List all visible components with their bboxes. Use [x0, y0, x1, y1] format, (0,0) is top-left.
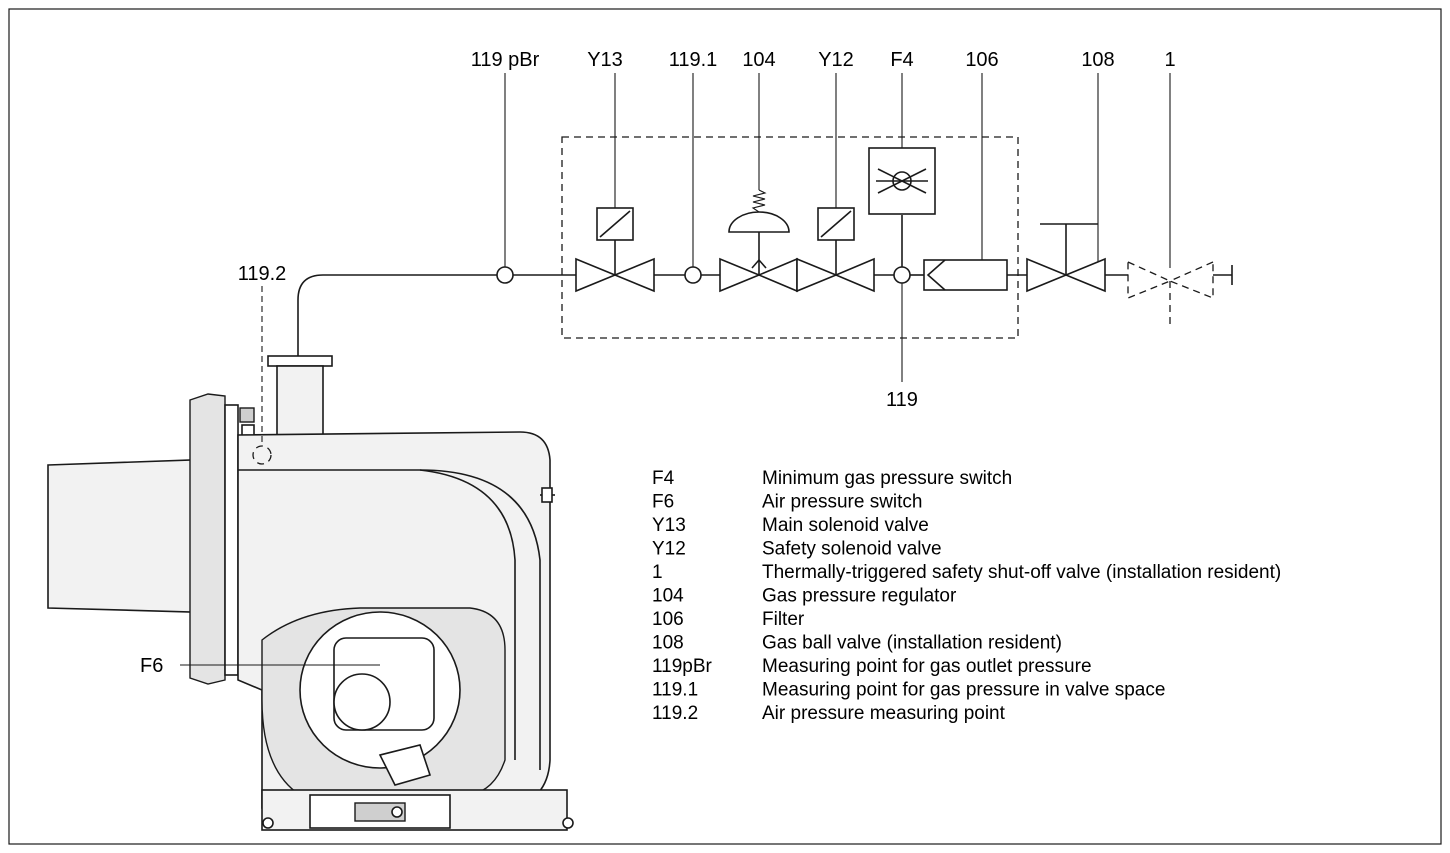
label-f4: F4 [890, 49, 913, 71]
legend-code: 119pBr [652, 656, 713, 677]
legend-code: 119.2 [652, 703, 698, 724]
legend-text: Gas ball valve (installation resident) [762, 633, 1062, 654]
gas-inlet-pipe [276, 365, 324, 441]
legend-text: Thermally-triggered safety shut-off valv… [762, 562, 1281, 583]
gas-pipe-riser [297, 274, 497, 360]
air-pressure-switch-f6-dial [333, 673, 391, 731]
legend-text: Safety solenoid valve [762, 539, 942, 560]
label-1: 1 [1164, 49, 1175, 71]
measuring-point-119-1 [684, 266, 702, 284]
legend-text: Measuring point for gas pressure in valv… [762, 680, 1165, 701]
label-104: 104 [742, 49, 775, 71]
housing-tab-box [541, 487, 553, 503]
base-plug [354, 802, 406, 822]
blast-tube [47, 459, 193, 613]
valve-unit-boundary [561, 136, 1019, 339]
valve-y13 [575, 73, 655, 293]
regulator-104-spring [751, 189, 767, 213]
legend-code: Y12 [652, 539, 686, 560]
label-119pbr: 119 pBr [471, 49, 540, 71]
gas-train [297, 73, 1233, 382]
thermal-valve-1-right [1168, 261, 1214, 299]
flange-bolt [239, 407, 255, 423]
valve-y12-left [796, 257, 839, 293]
legend-text: Main solenoid valve [762, 515, 929, 536]
label-119-2: 119.2 [238, 263, 287, 285]
legend-code: F6 [652, 492, 674, 513]
component-labels: 119 pBr Y13 119.1 104 Y12 F4 106 108 1 1… [140, 49, 1176, 677]
ball-valve-108 [1026, 73, 1106, 293]
label-y13: Y13 [587, 49, 623, 71]
label-119: 119 [886, 389, 918, 411]
solenoid-y12-coil [820, 210, 852, 238]
legend-text: Filter [762, 609, 805, 630]
flange-plate [224, 404, 239, 676]
solenoid-y13-coil [599, 210, 631, 238]
legend-text: Gas pressure regulator [762, 586, 957, 607]
legend-code: Y13 [652, 515, 686, 536]
mounting-flange [189, 393, 226, 685]
thermal-valve-1-left [1127, 260, 1172, 299]
ball-valve-108-right [1063, 257, 1106, 293]
housing-contour [238, 469, 541, 770]
valve-y12 [796, 73, 875, 293]
legend-code: 106 [652, 609, 684, 630]
filter-106 [923, 73, 1008, 291]
burner [47, 286, 574, 831]
valve-y13-right [612, 257, 655, 293]
regulator-104-diaphragm [728, 211, 790, 233]
legend-code: 108 [652, 633, 684, 654]
filter-106-box [923, 259, 1008, 291]
measuring-point-119 [893, 266, 911, 284]
regulator-104-right [756, 257, 798, 293]
base-screw [391, 806, 403, 818]
regulator-104-left [719, 257, 762, 293]
legend-code: F4 [652, 468, 675, 489]
legend-code: 1 [652, 562, 663, 583]
label-106: 106 [965, 49, 998, 71]
legend-text: Measuring point for gas outlet pressure [762, 656, 1092, 677]
label-119-1: 119.1 [669, 49, 718, 71]
regulator-104 [719, 73, 798, 293]
filter-106-element [926, 259, 946, 291]
legend-text: Minimum gas pressure switch [762, 468, 1012, 489]
legend-text: Air pressure switch [762, 492, 923, 513]
label-f6: F6 [140, 655, 163, 677]
thermal-valve-1 [1127, 73, 1214, 326]
pressure-switch-f4-mark [877, 168, 927, 194]
air-damper-lever [378, 744, 432, 786]
legend-code: 104 [652, 586, 684, 607]
label-108: 108 [1081, 49, 1114, 71]
label-y12: Y12 [818, 49, 854, 71]
pressure-switch-f4 [868, 73, 936, 215]
legend-code: 119.1 [652, 680, 698, 701]
measuring-point-119pbr [496, 266, 514, 284]
gas-flange-top [267, 355, 333, 367]
regulator-104-link [758, 259, 767, 269]
housing-contour-inner [419, 469, 516, 760]
figure-frame [8, 8, 1442, 845]
legend-text: Air pressure measuring point [762, 703, 1006, 724]
base-foot-screw [262, 817, 274, 829]
ball-valve-108-left [1026, 257, 1069, 293]
base-foot-screw [562, 817, 574, 829]
valve-y12-right [833, 257, 875, 293]
measuring-point-119-2 [252, 445, 272, 465]
regulator-104-link [751, 259, 760, 269]
valve-y13-left [575, 257, 618, 293]
